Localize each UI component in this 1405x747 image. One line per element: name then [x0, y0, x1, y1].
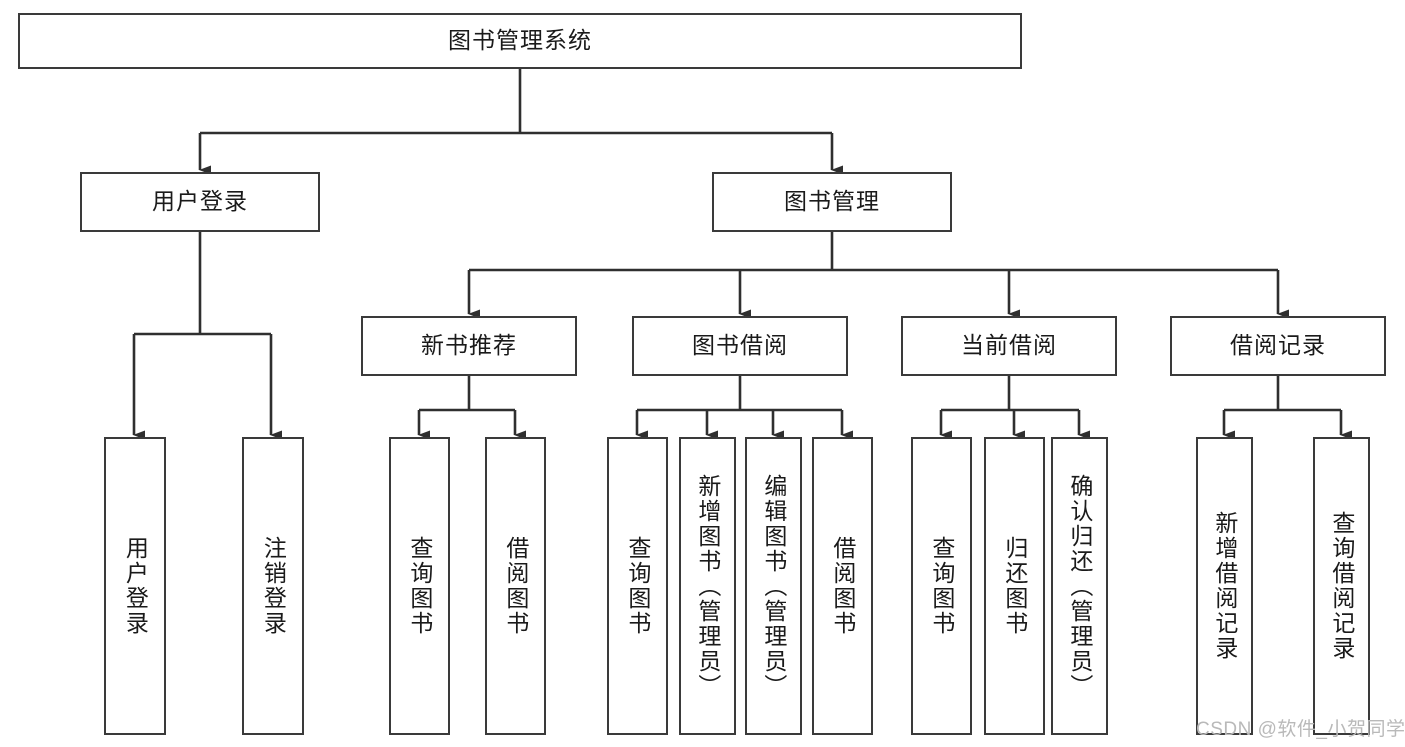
node-label: 用户登录 — [152, 188, 248, 215]
leaf-node[interactable]: 注销登录 — [242, 437, 304, 735]
node-label: 新书推荐 — [421, 332, 517, 359]
node-label: 编辑图书（管理员） — [760, 473, 787, 699]
level2-node[interactable]: 借阅记录 — [1170, 316, 1386, 376]
node-label: 当前借阅 — [961, 332, 1057, 359]
leaf-node[interactable]: 新增借阅记录 — [1196, 437, 1253, 735]
leaf-node[interactable]: 用户登录 — [104, 437, 166, 735]
level2-node[interactable]: 图书借阅 — [632, 316, 848, 376]
node-label: 借阅图书 — [502, 536, 529, 636]
leaf-node[interactable]: 新增图书（管理员） — [679, 437, 736, 735]
node-label: 确认归还（管理员） — [1066, 473, 1093, 699]
leaf-node[interactable]: 查询图书 — [607, 437, 668, 735]
leaf-node[interactable]: 查询图书 — [389, 437, 450, 735]
node-label: 新增借阅记录 — [1211, 511, 1238, 661]
node-label: 归还图书 — [1001, 536, 1028, 636]
root-node[interactable]: 图书管理系统 — [18, 13, 1022, 69]
node-label: 借阅图书 — [829, 536, 856, 636]
node-label: 注销登录 — [260, 536, 287, 636]
node-label: 查询图书 — [928, 536, 955, 636]
node-label: 用户登录 — [122, 536, 149, 636]
level1-node[interactable]: 用户登录 — [80, 172, 320, 232]
node-label: 查询借阅记录 — [1328, 511, 1355, 661]
leaf-node[interactable]: 借阅图书 — [485, 437, 546, 735]
leaf-node[interactable]: 归还图书 — [984, 437, 1045, 735]
leaf-node[interactable]: 编辑图书（管理员） — [745, 437, 802, 735]
level2-node[interactable]: 当前借阅 — [901, 316, 1117, 376]
node-label: 新增图书（管理员） — [694, 473, 721, 699]
csdn-watermark: CSDN @软件_小贺同学 — [1196, 719, 1405, 740]
node-label: 图书借阅 — [692, 332, 788, 359]
node-label: 查询图书 — [624, 536, 651, 636]
node-label: 图书管理系统 — [448, 27, 592, 54]
level1-node[interactable]: 图书管理 — [712, 172, 952, 232]
leaf-node[interactable]: 确认归还（管理员） — [1051, 437, 1108, 735]
leaf-node[interactable]: 查询借阅记录 — [1313, 437, 1370, 735]
node-label: 查询图书 — [406, 536, 433, 636]
leaf-node[interactable]: 借阅图书 — [812, 437, 873, 735]
node-label: 图书管理 — [784, 188, 880, 215]
level2-node[interactable]: 新书推荐 — [361, 316, 577, 376]
node-label: 借阅记录 — [1230, 332, 1326, 359]
leaf-node[interactable]: 查询图书 — [911, 437, 972, 735]
